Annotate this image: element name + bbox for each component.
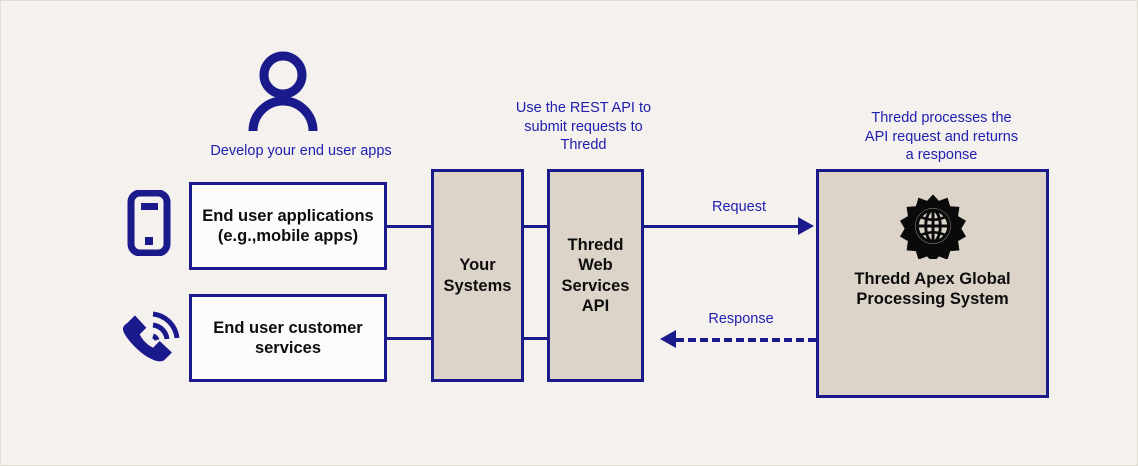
- response-arrow-line: [676, 338, 816, 342]
- connector-your-systems-to-api-top: [524, 225, 548, 228]
- connector-apps-to-your-systems: [387, 225, 433, 228]
- telephone-ringing-icon: [119, 309, 181, 376]
- node-end-user-customer-services[interactable]: End user customer services: [189, 294, 387, 382]
- user-icon: [247, 51, 319, 138]
- response-arrowhead: [660, 330, 676, 348]
- gear-globe-icon: [900, 193, 966, 264]
- edge-label-request: Request: [711, 199, 766, 215]
- connector-your-systems-to-api-bottom: [524, 337, 548, 340]
- node-your-systems[interactable]: Your Systems: [431, 169, 524, 382]
- mobile-phone-icon: [127, 189, 171, 261]
- request-arrow-line: [644, 225, 799, 228]
- caption-thredd-processes: Thredd processes the API request and ret…: [864, 110, 1019, 164]
- request-arrowhead: [798, 217, 814, 235]
- caption-rest-api: Use the REST API to submit requests to T…: [515, 100, 652, 154]
- node-end-user-applications[interactable]: End user applications (e.g.,mobile apps): [189, 182, 387, 270]
- edge-label-response: Response: [708, 311, 774, 327]
- connector-services-to-your-systems: [387, 337, 433, 340]
- caption-develop-apps: Develop your end user apps: [210, 143, 392, 159]
- node-thredd-web-services-api[interactable]: Thredd Web Services API: [547, 169, 644, 382]
